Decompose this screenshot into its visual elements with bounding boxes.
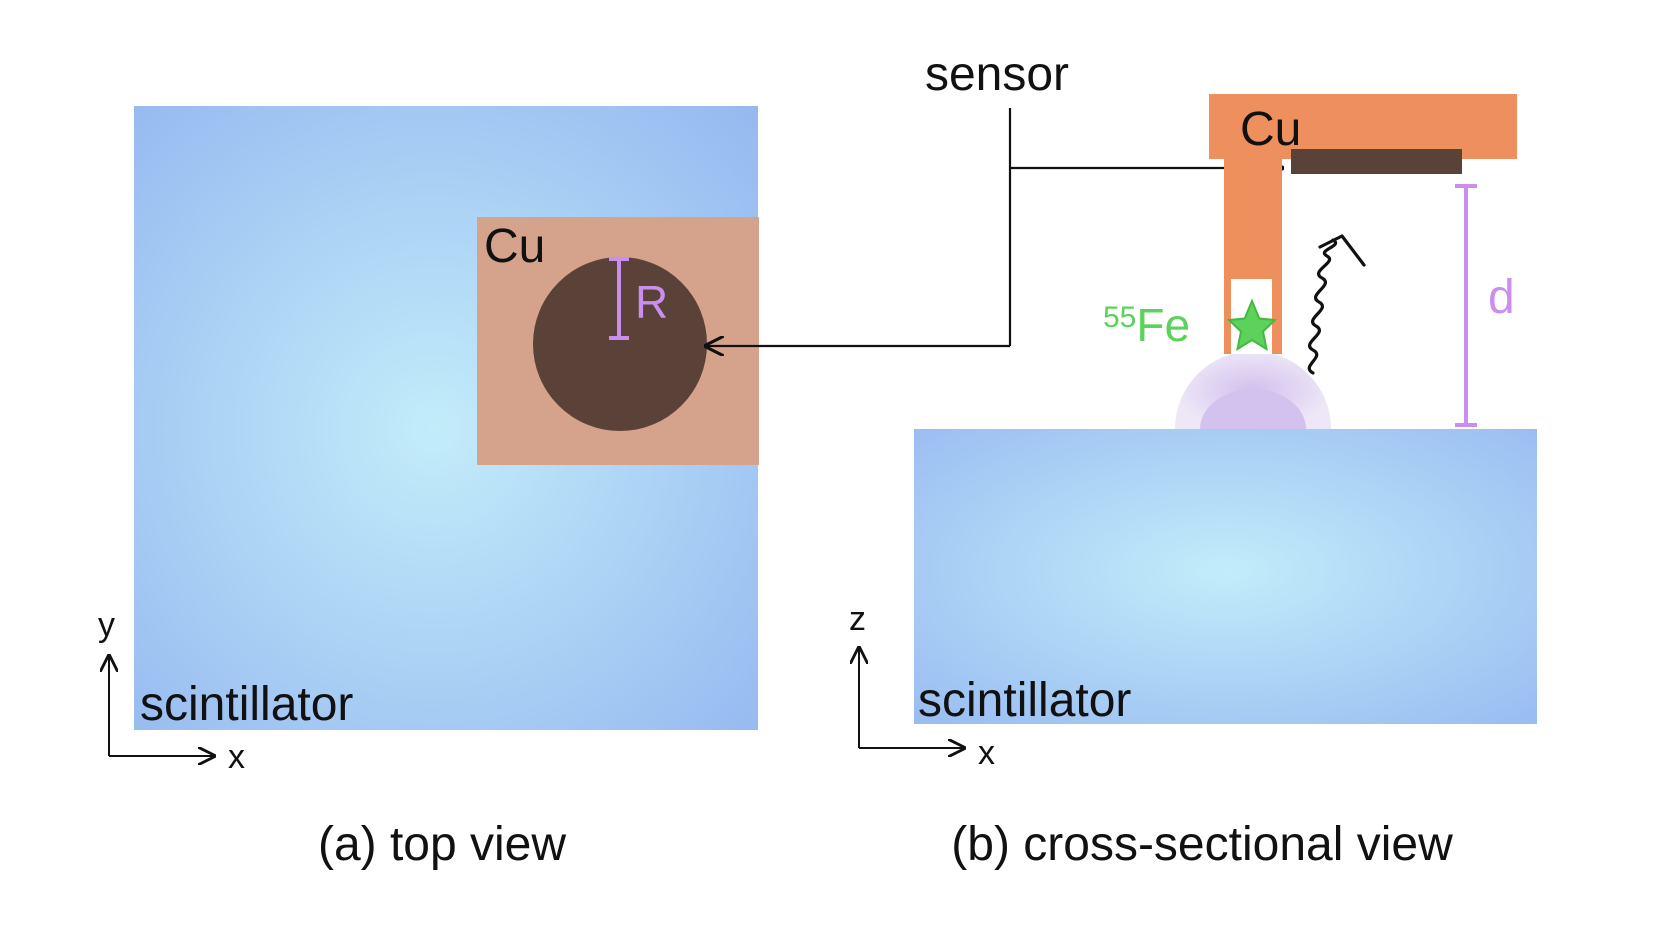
scintillator-label-top-view: scintillator [140,678,353,731]
distance-dimension-marker [1455,184,1477,427]
distance-label: d [1488,271,1515,324]
scintillation-glow-core [1200,389,1306,429]
radius-dimension-marker [609,257,629,340]
sensor-callout: sensor [706,48,1282,346]
caption-top-view: (a) top view [318,818,566,871]
axis-z-label-b: z [849,600,866,638]
axis-y-label-a: y [98,606,115,644]
panel-b-cross-sectional-view: scintillator Cu 55Fe d z x (b [849,94,1537,871]
source-element: Fe [1136,299,1190,351]
scintillator-label-cross-section: scintillator [918,674,1131,727]
axis-arrow-icon [859,648,964,748]
sensor-label: sensor [925,48,1069,101]
axis-x-label-a: x [228,738,245,776]
copper-label-cross-section: Cu [1240,103,1301,156]
panel-a-top-view: Cu R scintillator y x (a) top view [98,106,759,871]
radius-label: R [635,276,668,328]
sensor-cross-section [1291,149,1462,174]
sensor-disk-top-view [533,257,707,431]
axis-x-label-b: x [978,734,995,772]
caption-cross-sectional-view: (b) cross-sectional view [951,818,1453,871]
copper-holder-top-bar [1209,94,1517,159]
scintillator-cross-section [914,429,1537,724]
source-mass-number: 55 [1103,301,1136,334]
source-isotope-label: 55Fe [1103,299,1190,351]
photon-wavy-arrow-icon [1307,234,1366,375]
source-star-icon [1226,298,1278,352]
copper-label-top-view: Cu [484,220,545,273]
axis-arrow-icon [109,656,214,756]
